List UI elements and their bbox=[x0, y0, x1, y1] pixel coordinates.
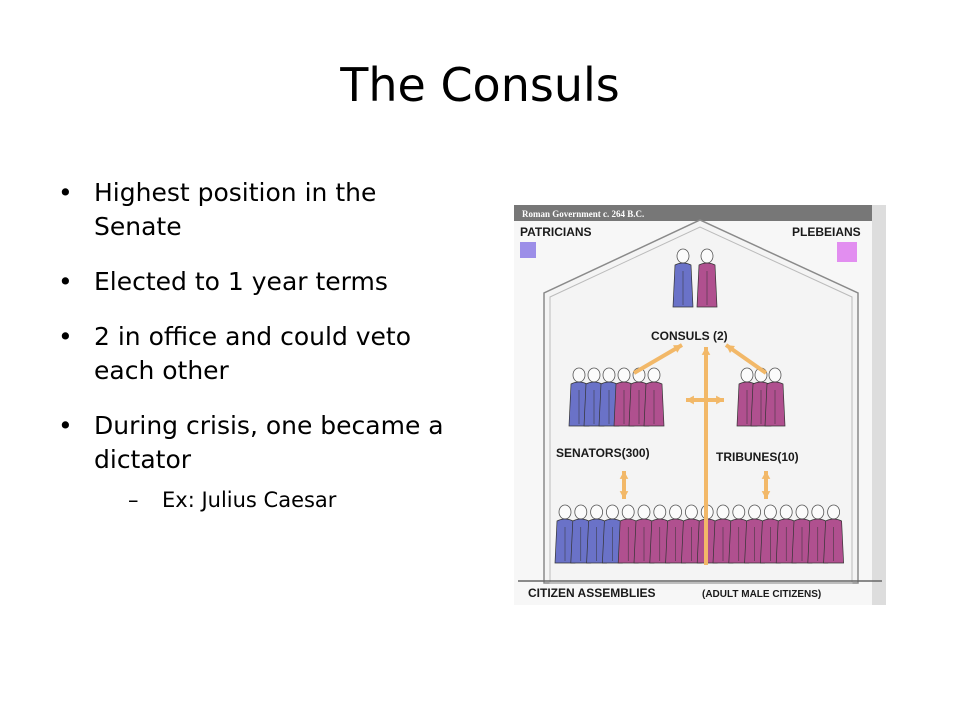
figure-icon bbox=[665, 504, 686, 564]
sub-bullet-list: Ex: Julius Caesar bbox=[94, 486, 456, 514]
figure-icon bbox=[643, 367, 665, 427]
bullet-item: During crisis, one became a dictator Ex:… bbox=[56, 409, 456, 514]
figure-icon bbox=[681, 504, 702, 564]
legend-swatch-icon bbox=[520, 242, 536, 258]
figure-icon bbox=[775, 504, 797, 564]
bullet-item: Elected to 1 year terms bbox=[56, 265, 456, 299]
figure-icon bbox=[760, 504, 781, 564]
figure-icon bbox=[764, 367, 786, 427]
bullet-item: 2 in office and could veto each other bbox=[56, 320, 456, 388]
figure-icon bbox=[554, 504, 576, 564]
plebeians-label: PLEBEIANS bbox=[792, 225, 861, 239]
figure-icon bbox=[672, 248, 694, 308]
figure-icon bbox=[823, 504, 844, 564]
bullet-list: Highest position in the Senate Elected t… bbox=[56, 176, 456, 535]
senators-label: SENATORS(300) bbox=[556, 446, 650, 460]
bullet-item: Highest position in the Senate bbox=[56, 176, 456, 244]
roman-government-diagram: Roman Government c. 264 B.C. PATRICIANS … bbox=[514, 205, 886, 605]
figure-icon bbox=[712, 504, 734, 564]
arrow-icon bbox=[632, 343, 684, 375]
sub-bullet-item: Ex: Julius Caesar bbox=[124, 486, 456, 514]
arrow-icon bbox=[686, 395, 724, 405]
figure-icon bbox=[696, 248, 718, 308]
diagram-header-band bbox=[514, 205, 886, 221]
slide-title: The Consuls bbox=[340, 58, 620, 112]
figure-icon bbox=[649, 504, 671, 564]
figure-icon bbox=[791, 504, 813, 564]
assemblies-figures bbox=[554, 504, 844, 564]
consuls-figures bbox=[672, 248, 718, 308]
figure-icon bbox=[598, 367, 620, 427]
arrow-icon bbox=[701, 347, 711, 565]
figure-icon bbox=[613, 367, 635, 427]
figure-icon bbox=[568, 367, 590, 427]
legend-swatch-icon bbox=[837, 242, 857, 262]
figure-icon bbox=[583, 367, 605, 427]
arrow-icon bbox=[761, 471, 771, 499]
arrow-icon bbox=[724, 343, 768, 375]
assemblies-sub-label: (ADULT MALE CITIZENS) bbox=[702, 589, 821, 600]
diagram-header-text: Roman Government c. 264 B.C. bbox=[522, 209, 644, 219]
assemblies-label: CITIZEN ASSEMBLIES bbox=[528, 586, 656, 600]
figure-icon bbox=[628, 367, 650, 427]
arrows bbox=[619, 343, 771, 565]
diagram-svg: Roman Government c. 264 B.C. PATRICIANS … bbox=[514, 205, 886, 605]
arrow-icon bbox=[619, 471, 629, 499]
tribunes-label: TRIBUNES(10) bbox=[716, 450, 799, 464]
consuls-label: CONSULS (2) bbox=[651, 329, 728, 343]
figure-icon bbox=[807, 504, 829, 564]
figure-icon bbox=[586, 504, 607, 564]
senators-figures bbox=[568, 367, 665, 427]
figure-icon bbox=[633, 504, 655, 564]
tribunes-figures bbox=[736, 367, 786, 427]
patricians-label: PATRICIANS bbox=[520, 225, 592, 239]
diagram-edge bbox=[872, 205, 886, 605]
figure-icon bbox=[617, 504, 639, 564]
bullet-text: During crisis, one became a dictator bbox=[94, 411, 444, 474]
house-inner-outline bbox=[549, 226, 853, 584]
